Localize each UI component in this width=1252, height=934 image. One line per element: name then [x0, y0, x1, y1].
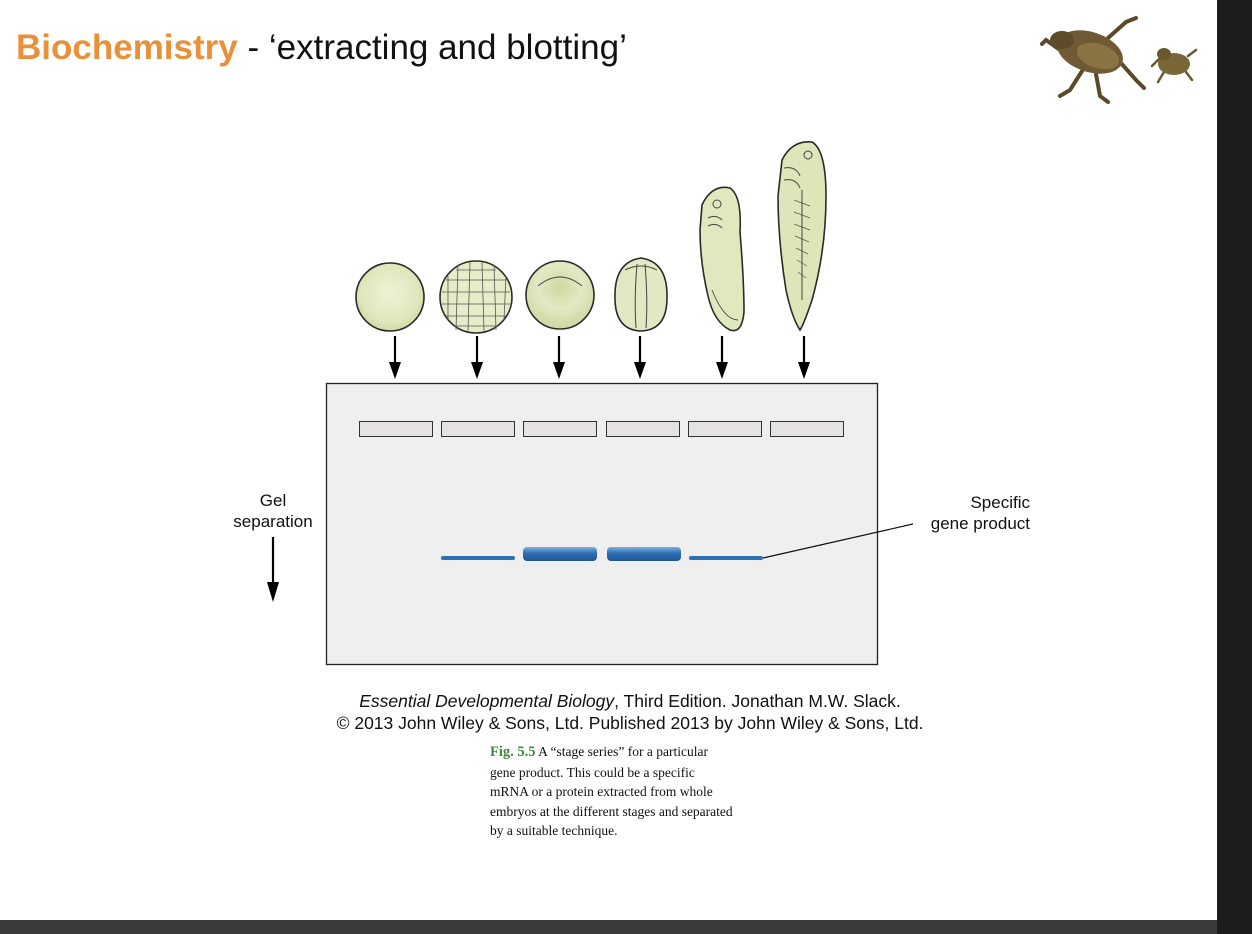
product-label-line-1: Specific [970, 493, 1030, 512]
caption-text-1: A “stage series” for a particular [535, 744, 708, 759]
frog-large-icon [1040, 16, 1146, 104]
caption-line-5: by a suitable technique. [490, 823, 618, 838]
arrow-lane-4 [634, 336, 646, 379]
figure-number: Fig. 5.5 [490, 744, 536, 760]
embryo-egg [355, 262, 425, 332]
arrow-lane-6 [798, 336, 810, 379]
product-leader-line [762, 523, 914, 559]
arrow-lane-1 [389, 336, 401, 379]
well-lane-5 [688, 421, 762, 437]
band-lane-2 [441, 556, 515, 560]
arrows [389, 336, 810, 379]
arrow-lane-2 [471, 336, 483, 379]
product-label-line-2: gene product [930, 514, 1030, 533]
book-title: Essential Developmental Biology [359, 691, 615, 711]
window-right-edge [1217, 0, 1252, 934]
gene-product-label: Specific gene product [900, 492, 1030, 534]
embryo-neurula [614, 257, 668, 332]
caption-line-3: mRNA or a protein extracted from whole [490, 784, 713, 799]
well-lane-4 [606, 421, 680, 437]
band-lane-4 [607, 547, 681, 561]
window-bottom-edge [0, 920, 1217, 934]
well-lane-2 [441, 421, 515, 437]
page-title: Biochemistry - ‘extracting and blotting’ [16, 28, 627, 68]
embryo-blastula [439, 260, 513, 334]
well-lane-1 [359, 421, 433, 437]
caption-line-4: embryos at the different stages and sepa… [490, 803, 733, 819]
credit-line-2: © 2013 John Wiley & Sons, Ltd. Published… [336, 713, 924, 733]
band-lane-3 [523, 547, 597, 561]
slide: Biochemistry - ‘extracting and blotting’ [0, 0, 1217, 920]
arrow-lane-3 [553, 336, 565, 379]
arrow-lane-5 [716, 336, 728, 379]
figure-caption: Fig. 5.5 A “stage series” for a particul… [490, 742, 790, 841]
bands [441, 547, 763, 561]
credit-line-1: Essential Developmental Biology, Third E… [300, 690, 960, 712]
well-lane-3 [523, 421, 597, 437]
title-rest: - ‘extracting and blotting’ [237, 28, 627, 67]
caption-line-1: Fig. 5.5 A “stage series” for a particul… [490, 742, 790, 763]
title-accent: Biochemistry [16, 28, 238, 67]
book-edition: , Third Edition. Jonathan M.W. Slack. [614, 691, 901, 711]
embryo-tailbud [699, 186, 745, 332]
frog-small-icon [1150, 48, 1198, 84]
embryo-gastrula [525, 260, 595, 330]
gel-separation-label: Gel separation [222, 490, 324, 532]
gel-separation-arrow [267, 537, 279, 602]
gel-label-line-1: Gel [259, 491, 287, 510]
wells [359, 421, 844, 437]
band-lane-5 [689, 556, 763, 560]
well-lane-6 [770, 421, 844, 437]
frog-logo [1040, 16, 1198, 104]
gel-label-line-2: separation [233, 512, 313, 531]
diagram [267, 141, 914, 666]
caption-line-2: gene product. This could be a specific [490, 764, 695, 780]
book-credit: Essential Developmental Biology, Third E… [300, 690, 960, 734]
embryo-tadpole [777, 141, 827, 332]
